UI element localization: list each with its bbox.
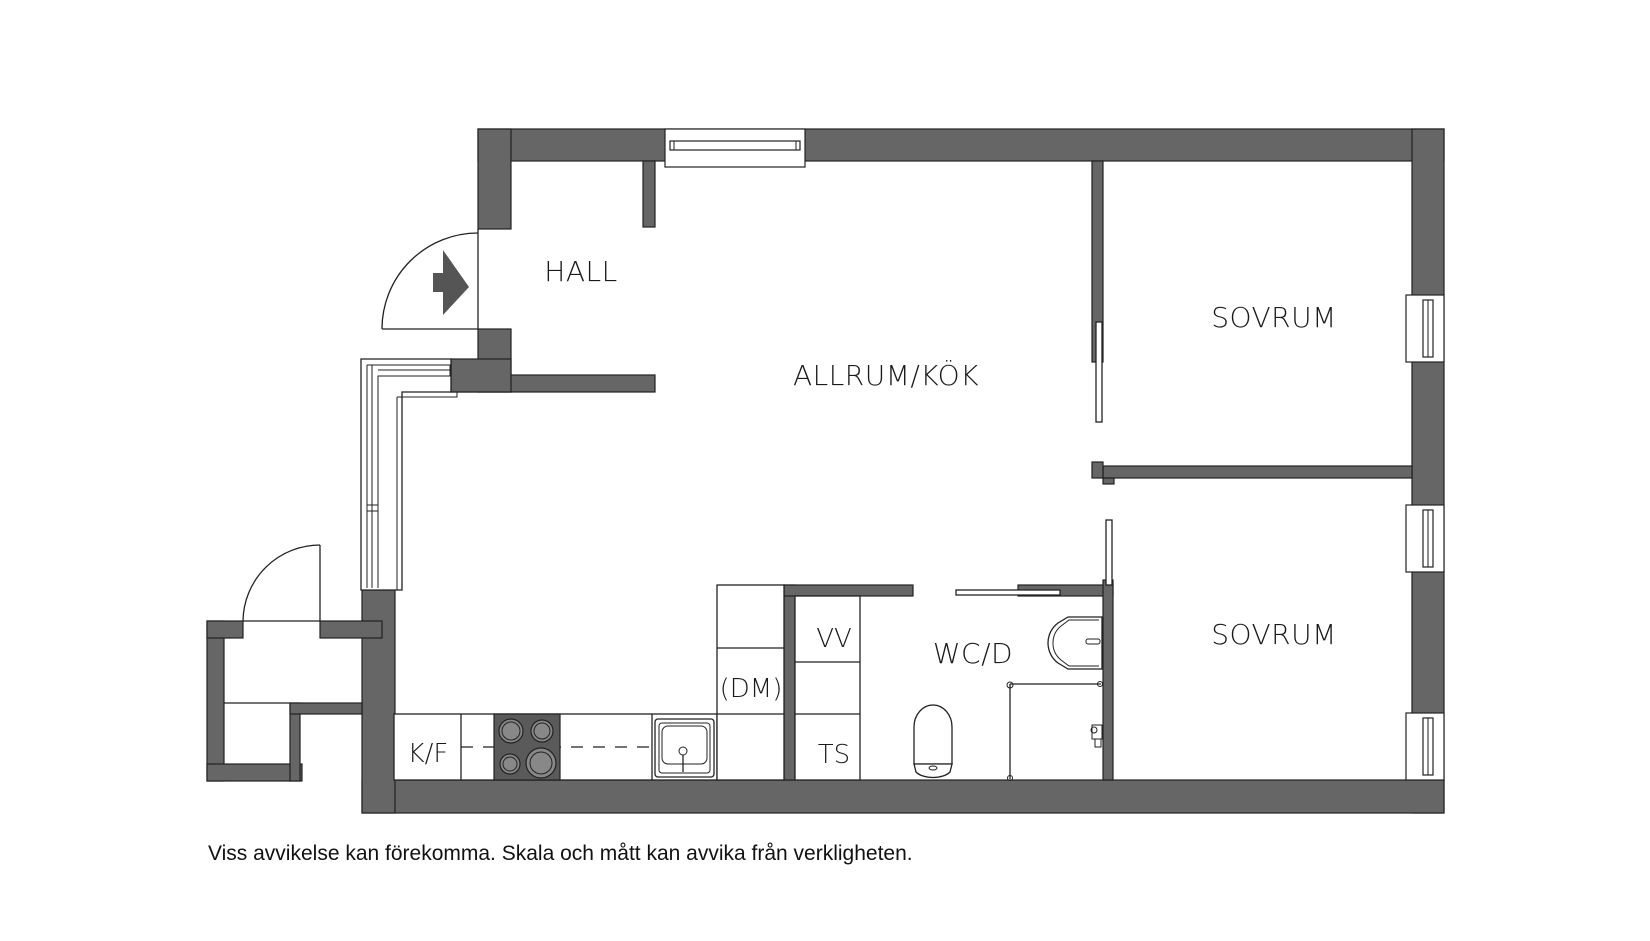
room-label-allrum-kok: ALLRUM/KÖK [793, 358, 979, 392]
door-sovrum-2[interactable] [1105, 519, 1113, 586]
label-ts: TS [818, 740, 850, 770]
door-wc[interactable] [955, 589, 1061, 596]
wc-storage [794, 595, 861, 781]
window-left-corner [360, 358, 458, 591]
exterior-walls [361, 128, 1445, 814]
wash-basin [1047, 616, 1103, 670]
label-vv: VV [816, 624, 852, 654]
kitchen-sink [654, 718, 715, 778]
disclaimer-text: Viss avvikelse kan förekomma. Skala och … [208, 842, 913, 865]
window-right-3 [1405, 712, 1445, 781]
shower-area [1006, 681, 1103, 781]
room-label-hall: HALL [544, 255, 617, 288]
room-label-sovrum-2: SOVRUM [1211, 618, 1337, 651]
vestibule [206, 544, 383, 782]
label-kf: K/F [408, 739, 449, 769]
window-right-2 [1405, 504, 1445, 573]
stove [493, 713, 561, 781]
kitchen-tall-cabinets [716, 584, 785, 781]
room-label-sovrum-1: SOVRUM [1211, 301, 1337, 334]
entry-arrow-icon [433, 250, 469, 315]
room-label-wc-d: WC/D [933, 637, 1013, 670]
entry-door[interactable] [381, 229, 479, 330]
label-dm: (DM) [720, 674, 783, 704]
window-right-1 [1405, 294, 1445, 363]
toilet [913, 704, 953, 779]
window-top [664, 128, 806, 168]
door-sovrum-1[interactable] [1095, 321, 1103, 423]
